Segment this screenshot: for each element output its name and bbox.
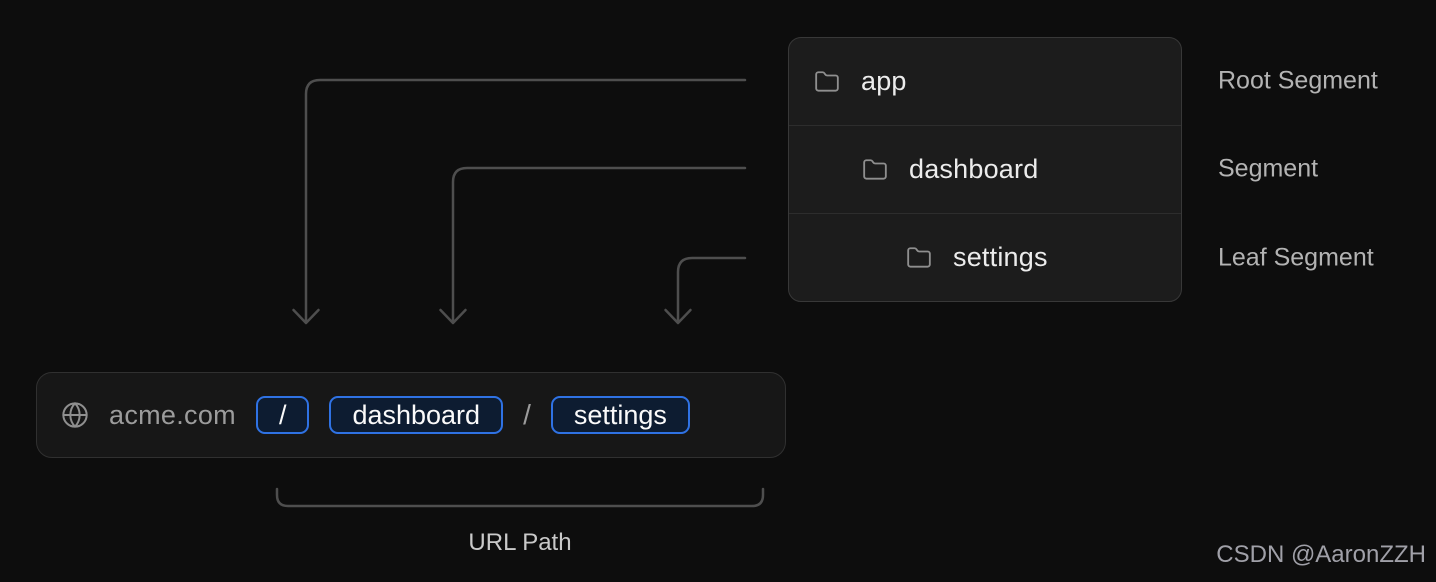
- globe-icon: [62, 402, 88, 428]
- folder-label-settings: settings: [953, 242, 1048, 272]
- url-path-caption: URL Path: [468, 529, 572, 556]
- tree-row-settings: settings: [789, 213, 1181, 301]
- url-segment-root: /: [255, 396, 310, 434]
- annotation-leaf-segment: Leaf Segment: [1218, 243, 1374, 272]
- annotation-segment: Segment: [1218, 154, 1319, 183]
- tree-row-app: app: [789, 38, 1181, 125]
- url-path-bracket: [275, 487, 765, 508]
- folder-tree-panel: app dashboard settings: [788, 37, 1182, 302]
- url-segment-settings: settings: [550, 396, 690, 434]
- arrow-settings: [664, 256, 747, 325]
- tree-row-dashboard: dashboard: [789, 125, 1181, 213]
- folder-icon: [907, 246, 931, 268]
- url-segment-separator: /: [523, 399, 531, 430]
- folder-icon: [863, 158, 887, 180]
- arrow-app: [292, 78, 747, 325]
- url-bar: acme.com / dashboard / settings: [36, 372, 786, 458]
- folder-label-app: app: [861, 66, 907, 96]
- url-domain: acme.com: [109, 399, 236, 430]
- arrow-dashboard: [439, 166, 747, 325]
- folder-label-dashboard: dashboard: [909, 154, 1039, 184]
- url-segment-dashboard: dashboard: [329, 396, 504, 434]
- annotation-root-segment: Root Segment: [1218, 66, 1378, 95]
- watermark-text: CSDN @AaronZZH: [1216, 541, 1426, 568]
- folder-icon: [815, 70, 839, 92]
